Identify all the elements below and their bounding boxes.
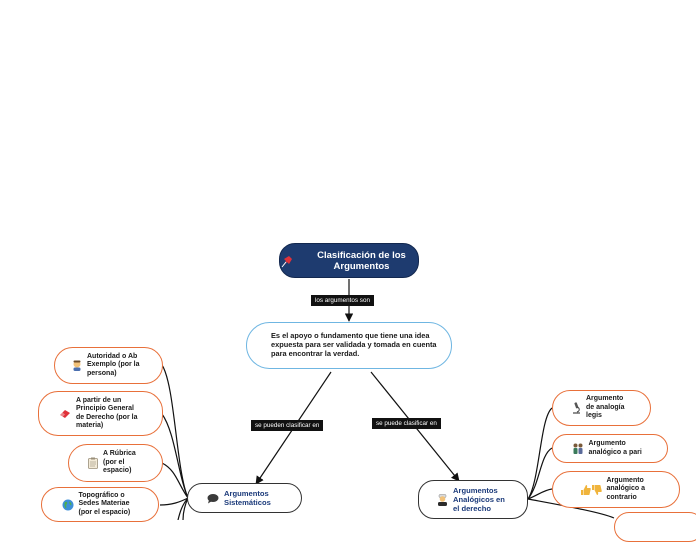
connector-label-right: se puede clasificar en — [372, 418, 441, 429]
definition-node[interactable]: Es el apoyo o fundamento que tiene una i… — [246, 322, 452, 369]
analogic-leaf-2-text: Argumento analógico a pari — [588, 440, 642, 456]
root-node[interactable]: Clasificación de los Argumentos — [279, 243, 419, 278]
analogic-leaf-3-text: Argumento analógico a contrario — [606, 476, 646, 501]
systematic-leaf-3-text: A Rúbrica (por el espacio) — [103, 450, 136, 475]
systematic-leaf-2-text: A partir de un Principio General de Dere… — [76, 396, 138, 430]
edge-systematic-leaf-1 — [161, 364, 189, 499]
two-people-icon — [572, 443, 584, 454]
analogic-title: Argumentos Analógicos en el derecho — [453, 486, 505, 513]
thumbs-up-down-icon — [580, 484, 602, 496]
systematic-leaf-2[interactable]: A partir de un Principio General de Dere… — [38, 391, 163, 436]
edge-systematic-leaf-4 — [159, 497, 189, 506]
edge-analogic-leaf-3 — [527, 488, 553, 500]
root-title: Clasificación de los Argumentos — [317, 249, 406, 272]
systematic-leaf-1-text: Autoridad o Ab Exemplo (por la persona) — [87, 352, 140, 377]
systematic-leaf-4-text: Topográfico o Sedes Materiae (por el esp… — [78, 491, 131, 516]
systematic-leaf-3[interactable]: A Rúbrica (por el espacio) — [68, 444, 163, 482]
edge-analogic-leaf-2 — [527, 447, 553, 500]
clipboard-icon — [88, 457, 98, 469]
edge-systematic-leaf-3 — [161, 462, 189, 499]
connector-label-left: se pueden clasificar en — [251, 420, 324, 431]
analogic-leaf-offscreen[interactable] — [614, 512, 696, 542]
edge-analogic-below — [527, 498, 615, 519]
analogic-leaf-1[interactable]: Argumento de analogía legis — [552, 390, 651, 426]
red-eraser-icon — [59, 409, 71, 419]
microscope-icon — [571, 402, 581, 414]
analogic-node[interactable]: Argumentos Analógicos en el derecho — [418, 480, 528, 519]
analogic-leaf-3[interactable]: Argumento analógico a contrario — [552, 471, 680, 508]
connector-label-root: los argumentos son — [311, 295, 374, 306]
analogic-leaf-1-text: Argumento de analogía legis — [586, 395, 625, 420]
speech-bubble-icon — [207, 493, 219, 504]
systematic-title: Argumentos Sistemáticos — [224, 489, 271, 507]
definition-text: Es el apoyo o fundamento que tiene una i… — [271, 331, 437, 358]
edge-analogic-leaf-1 — [527, 407, 553, 500]
analogic-leaf-2[interactable]: Argumento analógico a pari — [552, 434, 668, 463]
edge-systematic-leaf-2 — [161, 413, 189, 499]
systematic-node[interactable]: Argumentos Sistemáticos — [187, 483, 302, 513]
person-icon — [72, 360, 82, 371]
systematic-leaf-4[interactable]: Topográfico o Sedes Materiae (por el esp… — [41, 487, 159, 522]
systematic-leaf-1[interactable]: Autoridad o Ab Exemplo (por la persona) — [54, 347, 163, 384]
judge-icon — [437, 493, 448, 506]
connector-lines — [159, 279, 615, 520]
globe-icon — [62, 499, 74, 511]
red-pushpin-icon — [280, 254, 294, 268]
